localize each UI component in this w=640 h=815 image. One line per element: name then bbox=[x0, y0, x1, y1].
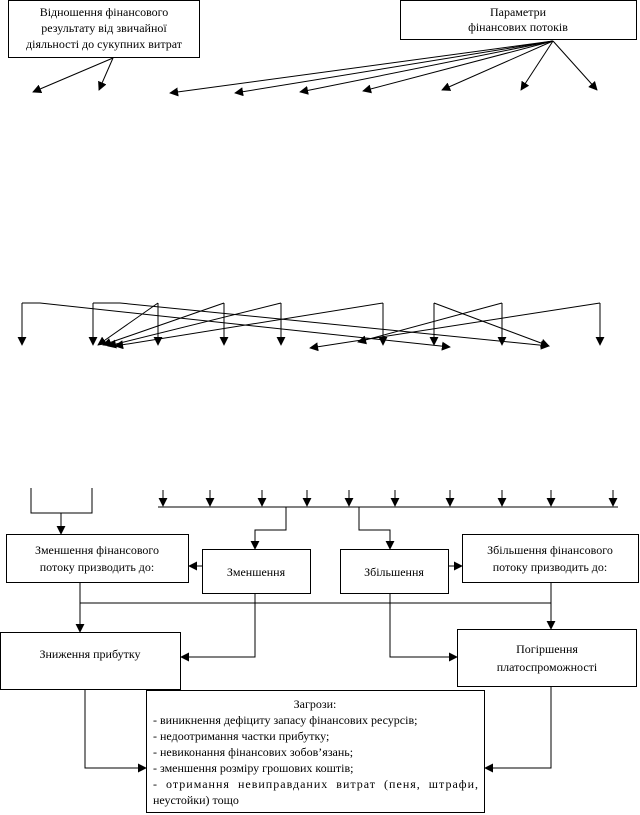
increase-flow-line-1: Збільшення фінансового bbox=[487, 543, 613, 557]
ratio-line-1: Відношення фінансового bbox=[40, 5, 169, 19]
arrow bbox=[389, 594, 458, 662]
arrow bbox=[169, 40, 554, 97]
threats-title: Загрози: bbox=[294, 697, 337, 711]
params-line-2: фінансових потоків bbox=[468, 20, 568, 34]
increase-flow-line-2: потоку призводить до: bbox=[493, 560, 608, 574]
solvency-line-2: платоспроможності bbox=[497, 660, 598, 674]
increase-box: Збільшення bbox=[340, 549, 449, 594]
arrow bbox=[299, 40, 554, 95]
arrow bbox=[22, 302, 451, 351]
decrease-flow-line-2: потоку призводить до: bbox=[40, 560, 155, 574]
ratio-line-3: діяльності до сукупних витрат bbox=[26, 37, 183, 51]
threats-box: Загрози: - виникнення дефіциту запасу фі… bbox=[146, 690, 485, 813]
ratio-box: Відношення фінансового результату від зв… bbox=[8, 0, 200, 58]
arrow bbox=[362, 40, 554, 94]
arrow bbox=[484, 687, 552, 773]
solvency-box: Погіршення платоспроможності bbox=[457, 629, 637, 687]
arrow bbox=[234, 40, 554, 97]
arrow bbox=[107, 302, 282, 349]
threat-item: - недоотримання частки прибутку; bbox=[153, 729, 329, 743]
profit-drop-box: Зниження прибутку bbox=[0, 632, 181, 690]
threat-item: - зменшення розміру грошових коштів; bbox=[153, 761, 353, 775]
arrow bbox=[97, 302, 159, 346]
arrow bbox=[114, 302, 384, 350]
decrease-box: Зменшення bbox=[202, 549, 311, 594]
ratio-line-2: результату від звичайної bbox=[41, 21, 167, 35]
arrow bbox=[357, 302, 503, 345]
arrow bbox=[552, 40, 598, 91]
decrease-label: Зменшення bbox=[227, 565, 286, 579]
arrow bbox=[180, 594, 256, 662]
arrow bbox=[520, 40, 554, 91]
increase-flow-box: Збільшення фінансового потоку призводить… bbox=[462, 534, 639, 583]
arrow bbox=[358, 507, 395, 550]
threat-item: - виникнення дефіциту запасу фінансових … bbox=[153, 713, 417, 727]
arrow bbox=[250, 507, 287, 550]
arrow bbox=[98, 57, 114, 91]
threat-item: - невиконання фінансових зобов’язань; bbox=[153, 745, 353, 759]
arrow bbox=[433, 302, 550, 348]
bottom-inputs bbox=[30, 488, 618, 550]
decrease-flow-line-1: Зменшення фінансового bbox=[35, 543, 159, 557]
top-arrows bbox=[32, 40, 598, 97]
params-line-1: Параметри bbox=[490, 5, 547, 19]
arrow bbox=[32, 57, 114, 93]
solvency-line-1: Погіршення bbox=[516, 642, 578, 656]
arrow bbox=[84, 690, 147, 773]
params-box: Параметри фінансових потоків bbox=[400, 0, 637, 40]
increase-label: Збільшення bbox=[364, 565, 424, 579]
arrow bbox=[441, 40, 554, 91]
arrow bbox=[93, 302, 550, 350]
threat-item: неустойки) тощо bbox=[153, 793, 239, 807]
threat-item: - отримання невиправданих витрат (пеня, … bbox=[153, 777, 478, 791]
arrow bbox=[309, 302, 601, 352]
middle-arrows bbox=[17, 302, 605, 352]
profit-drop-label: Зниження прибутку bbox=[39, 647, 140, 661]
decrease-flow-box: Зменшення фінансового потоку призводить … bbox=[6, 534, 189, 583]
arrow bbox=[102, 302, 225, 347]
